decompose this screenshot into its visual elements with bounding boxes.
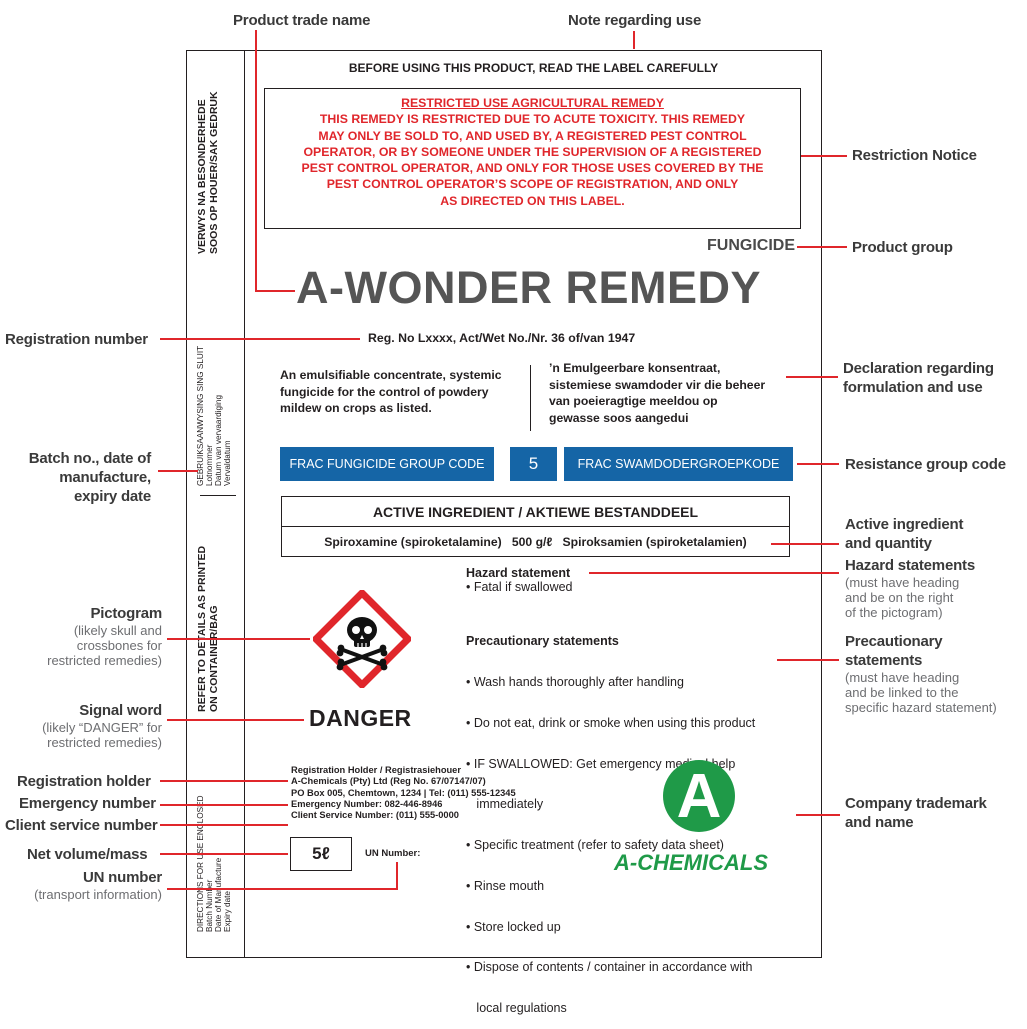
leader-reg-holder <box>160 780 288 782</box>
leader-resistance <box>797 463 839 465</box>
trade-name: A-WONDER REMEDY <box>296 262 761 313</box>
ai-table-divider <box>281 526 790 527</box>
skull-crossbones-icon <box>311 588 413 690</box>
leader-batch <box>158 470 198 472</box>
reg-no: Reg. No Lxxxx, Act/Wet No./Nr. 36 of/van… <box>368 331 636 345</box>
un-number: UN Number: <box>365 848 421 859</box>
callout-product-trade-name: Product trade name <box>233 12 371 29</box>
frac-en-box: FRAC FUNGICIDE GROUP CODE <box>280 447 494 481</box>
leader-un-v <box>396 862 398 890</box>
signal-word: DANGER <box>309 705 412 731</box>
strip-rule <box>200 495 236 496</box>
ai-header: ACTIVE INGREDIENT / AKTIEWE BESTANDDEEL <box>372 504 699 520</box>
callout-product-group: Product group <box>852 239 953 256</box>
leader-hazard <box>589 572 839 574</box>
leader-restriction <box>801 155 847 157</box>
top-note: BEFORE USING THIS PRODUCT, READ THE LABE… <box>348 61 719 75</box>
leader-un-h <box>167 888 398 890</box>
leader-client-service <box>160 824 288 826</box>
callout-un-number: UN number (transport information) <box>34 869 162 902</box>
company-logo: A <box>662 759 736 838</box>
frac-num-box: 5 <box>510 447 557 481</box>
strip-divider <box>244 50 245 958</box>
callout-emergency-number: Emergency number <box>19 795 156 812</box>
leader-active-ingredient <box>771 543 839 545</box>
declaration-divider <box>530 365 531 431</box>
leader-signal-word <box>167 719 304 721</box>
callout-client-service: Client service number <box>5 817 158 834</box>
precaution-block: Precautionary statements • Wash hands th… <box>466 634 756 1016</box>
net-volume-box: 5ℓ <box>290 837 352 871</box>
leader-pictogram <box>167 638 310 640</box>
label-panel <box>186 50 822 958</box>
company-logo-letter: A <box>677 762 722 831</box>
callout-note-regarding-use: Note regarding use <box>568 12 702 29</box>
callout-pictogram: Pictogram (likely skull and crossbones f… <box>47 605 162 668</box>
leader-product-group <box>797 246 847 248</box>
callout-hazard-statements: Hazard statements (must have heading and… <box>845 557 975 620</box>
product-group: FUNGICIDE <box>707 237 795 254</box>
leader-company <box>796 814 840 816</box>
declaration-af: ’n Emulgeerbare konsentraat,sistemiese s… <box>549 361 766 425</box>
callout-restriction-notice: Restriction Notice <box>852 147 977 164</box>
callout-signal-word: Signal word (likely “DANGER” for restric… <box>42 702 162 750</box>
callout-registration-number: Registration number <box>5 331 148 348</box>
leader-net-volume <box>160 853 288 855</box>
callout-resistance-group: Resistance group code <box>845 456 1006 473</box>
restriction-box <box>264 88 801 229</box>
company-name: A-CHEMICALS <box>614 850 768 875</box>
restriction-text: RESTRICTED USE AGRICULTURAL REMEDY THIS … <box>301 96 764 208</box>
leader-trade-name-h <box>255 290 295 292</box>
leader-note <box>633 31 635 49</box>
callout-precautionary: Precautionary statements (must have head… <box>845 633 997 715</box>
callout-registration-holder: Registration holder <box>17 773 151 790</box>
leader-declaration <box>786 376 838 378</box>
hazard-block: Hazard statement • Fatal if swallowed <box>466 566 573 594</box>
leader-reg-no <box>160 338 360 340</box>
ai-row: Spiroxamine (spiroketalamine) 500 g/ℓ Sp… <box>324 535 747 549</box>
ghs-pictogram <box>311 588 413 693</box>
holder-block: Registration Holder / Registrasiehouer A… <box>291 765 516 821</box>
leader-precautionary <box>777 659 839 661</box>
frac-af-box: FRAC SWAMDODERGROEPKODE <box>564 447 793 481</box>
leader-emergency <box>160 804 288 806</box>
callout-net-volume: Net volume/mass <box>27 846 148 863</box>
leader-trade-name-v <box>255 30 257 292</box>
